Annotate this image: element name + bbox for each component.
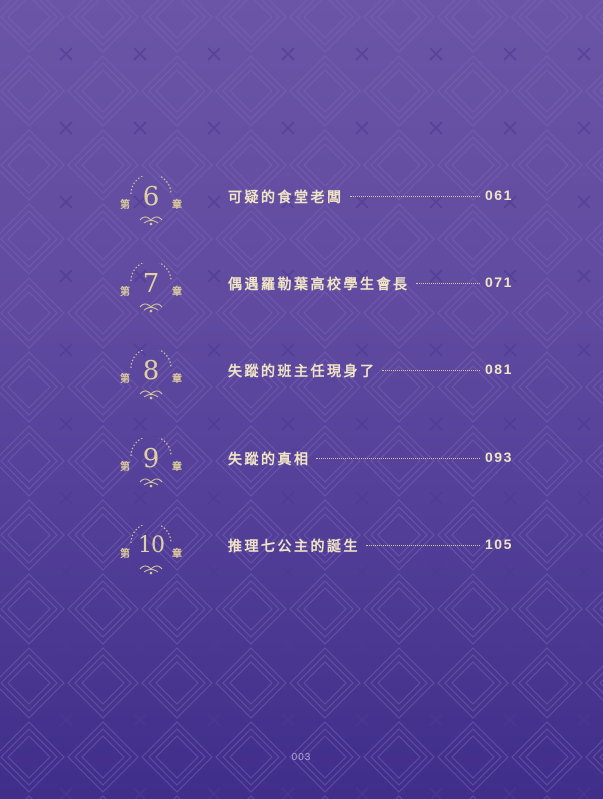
page-ref: 093 xyxy=(485,449,513,465)
page-ref: 081 xyxy=(485,361,513,377)
dot-leader xyxy=(350,196,480,197)
chapter-prefix: 第 xyxy=(120,287,130,298)
chapter-prefix: 第 xyxy=(120,549,130,560)
chapter-badge: 第 8 章 xyxy=(118,350,184,410)
chapter-suffix: 章 xyxy=(172,200,182,211)
toc-entry-9[interactable]: 第 9 章 失蹤的真相 093 xyxy=(0,438,603,498)
dot-leader xyxy=(382,370,480,371)
chapter-suffix: 章 xyxy=(172,287,182,298)
chapter-number: 10 xyxy=(138,533,165,558)
chapter-suffix: 章 xyxy=(172,374,182,385)
toc-entry-10[interactable]: 第 10 章 推理七公主的誕生 105 xyxy=(0,525,603,585)
chapter-title: 失蹤的班主任現身了 xyxy=(228,364,377,380)
chapter-prefix: 第 xyxy=(120,462,130,473)
chapter-prefix: 第 xyxy=(120,200,130,211)
chapter-prefix: 第 xyxy=(120,374,130,385)
dot-leader xyxy=(416,283,480,284)
chapter-badge: 第 9 章 xyxy=(118,438,184,498)
ornament-icon xyxy=(130,263,172,313)
chapter-suffix: 章 xyxy=(172,549,182,560)
chapter-title: 失蹤的真相 xyxy=(228,452,311,468)
ornament-icon xyxy=(130,525,172,575)
toc-entry-7[interactable]: 第 7 章 偶遇羅勒葉高校學生會長 071 xyxy=(0,263,603,323)
chapter-badge: 第 10 章 xyxy=(118,525,184,585)
dot-leader xyxy=(366,545,480,546)
chapter-number: 8 xyxy=(142,356,160,386)
dot-leader xyxy=(316,458,480,459)
page-number: 003 xyxy=(291,752,312,763)
chapter-title: 可疑的食堂老闆 xyxy=(228,190,344,206)
toc-entry-6[interactable]: 第 6 章 可疑的食堂老闆 061 xyxy=(0,176,603,236)
chapter-number: 9 xyxy=(142,444,160,474)
toc-entry-8[interactable]: 第 8 章 失蹤的班主任現身了 081 xyxy=(0,350,603,410)
ornament-icon xyxy=(130,438,172,488)
chapter-title: 偶遇羅勒葉高校學生會長 xyxy=(228,277,410,293)
ornament-icon xyxy=(130,350,172,400)
chapter-title: 推理七公主的誕生 xyxy=(228,539,360,555)
chapter-suffix: 章 xyxy=(172,462,182,473)
page-ref: 105 xyxy=(485,536,513,552)
chapter-number: 7 xyxy=(142,269,160,299)
chapter-badge: 第 6 章 xyxy=(118,176,184,236)
page-ref: 071 xyxy=(485,274,513,290)
ornament-icon xyxy=(130,176,172,226)
page-ref: 061 xyxy=(485,187,513,203)
chapter-number: 6 xyxy=(142,182,160,212)
chapter-badge: 第 7 章 xyxy=(118,263,184,323)
